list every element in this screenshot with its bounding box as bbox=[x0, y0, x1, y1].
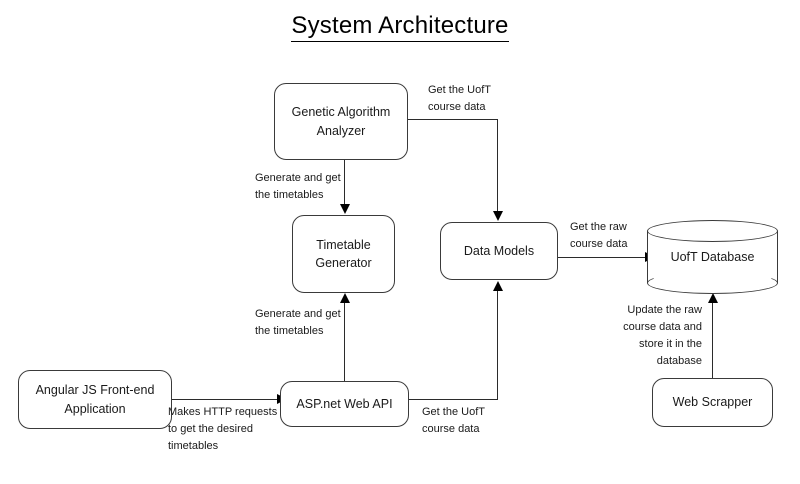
node-timetable-generator-label: Timetable Generator bbox=[315, 237, 372, 270]
edge-ga-to-data-models-arrowhead bbox=[493, 211, 503, 221]
node-data-models[interactable]: Data Models bbox=[440, 222, 558, 280]
edge-ga-to-data-models-segment-h bbox=[408, 119, 498, 120]
node-uoft-database-label: UofT Database bbox=[670, 250, 755, 264]
node-genetic-algorithm-analyzer[interactable]: Genetic Algorithm Analyzer bbox=[274, 83, 408, 160]
edge-label-ga-to-timetable: Generate and get the timetables bbox=[255, 172, 341, 202]
edge-data-models-to-database-segment-h bbox=[558, 257, 648, 258]
edge-webapi-to-data-models-segment-h bbox=[409, 399, 498, 400]
edge-label-webapi-to-data-models: Get the UofT course data bbox=[422, 406, 485, 436]
node-angular-js-front-end-application[interactable]: Angular JS Front-end Application bbox=[18, 370, 172, 429]
edge-label-scrapper-to-database: Update the raw course data and store it … bbox=[623, 304, 702, 368]
edge-ga-to-data-models-segment-v bbox=[497, 119, 498, 212]
edge-ga-to-timetable-arrowhead bbox=[340, 204, 350, 214]
node-asp-net-web-api-label: ASP.net Web API bbox=[296, 396, 393, 411]
edge-label-webapi-to-timetable: Generate and get the timetables bbox=[255, 308, 341, 338]
node-genetic-algorithm-analyzer-label: Genetic Algorithm Analyzer bbox=[291, 105, 391, 138]
edge-label-frontend-to-webapi: Makes HTTP requests to get the desired t… bbox=[168, 406, 278, 453]
edge-webapi-to-timetable-arrowhead bbox=[340, 293, 350, 303]
edge-scrapper-to-database-segment-v bbox=[712, 302, 713, 378]
node-angular-js-front-end-application-label: Angular JS Front-end Application bbox=[35, 383, 155, 416]
node-data-models-label: Data Models bbox=[463, 243, 535, 258]
page-title-text: System Architecture bbox=[291, 12, 509, 42]
edge-scrapper-to-database-arrowhead bbox=[708, 293, 718, 303]
edge-label-data-models-to-database: Get the raw course data bbox=[570, 221, 628, 251]
node-uoft-database[interactable]: UofT Database bbox=[647, 220, 778, 294]
node-timetable-generator[interactable]: Timetable Generator bbox=[292, 215, 395, 293]
edge-webapi-to-timetable-segment-v bbox=[344, 302, 345, 381]
uoft-database-cylinder-bottom bbox=[647, 272, 778, 294]
edge-ga-to-timetable-segment-v bbox=[344, 160, 345, 205]
node-web-scrapper-label: Web Scrapper bbox=[672, 395, 753, 410]
uoft-database-cylinder-top bbox=[647, 220, 778, 242]
node-asp-net-web-api[interactable]: ASP.net Web API bbox=[280, 381, 409, 427]
page-title: System Architecture bbox=[0, 12, 800, 42]
edge-frontend-to-webapi-segment-h bbox=[172, 399, 280, 400]
edge-label-ga-to-data-models: Get the UofT course data bbox=[428, 84, 491, 114]
edge-webapi-to-data-models-arrowhead bbox=[493, 281, 503, 291]
edge-webapi-to-data-models-segment-v bbox=[497, 290, 498, 400]
node-web-scrapper[interactable]: Web Scrapper bbox=[652, 378, 773, 427]
